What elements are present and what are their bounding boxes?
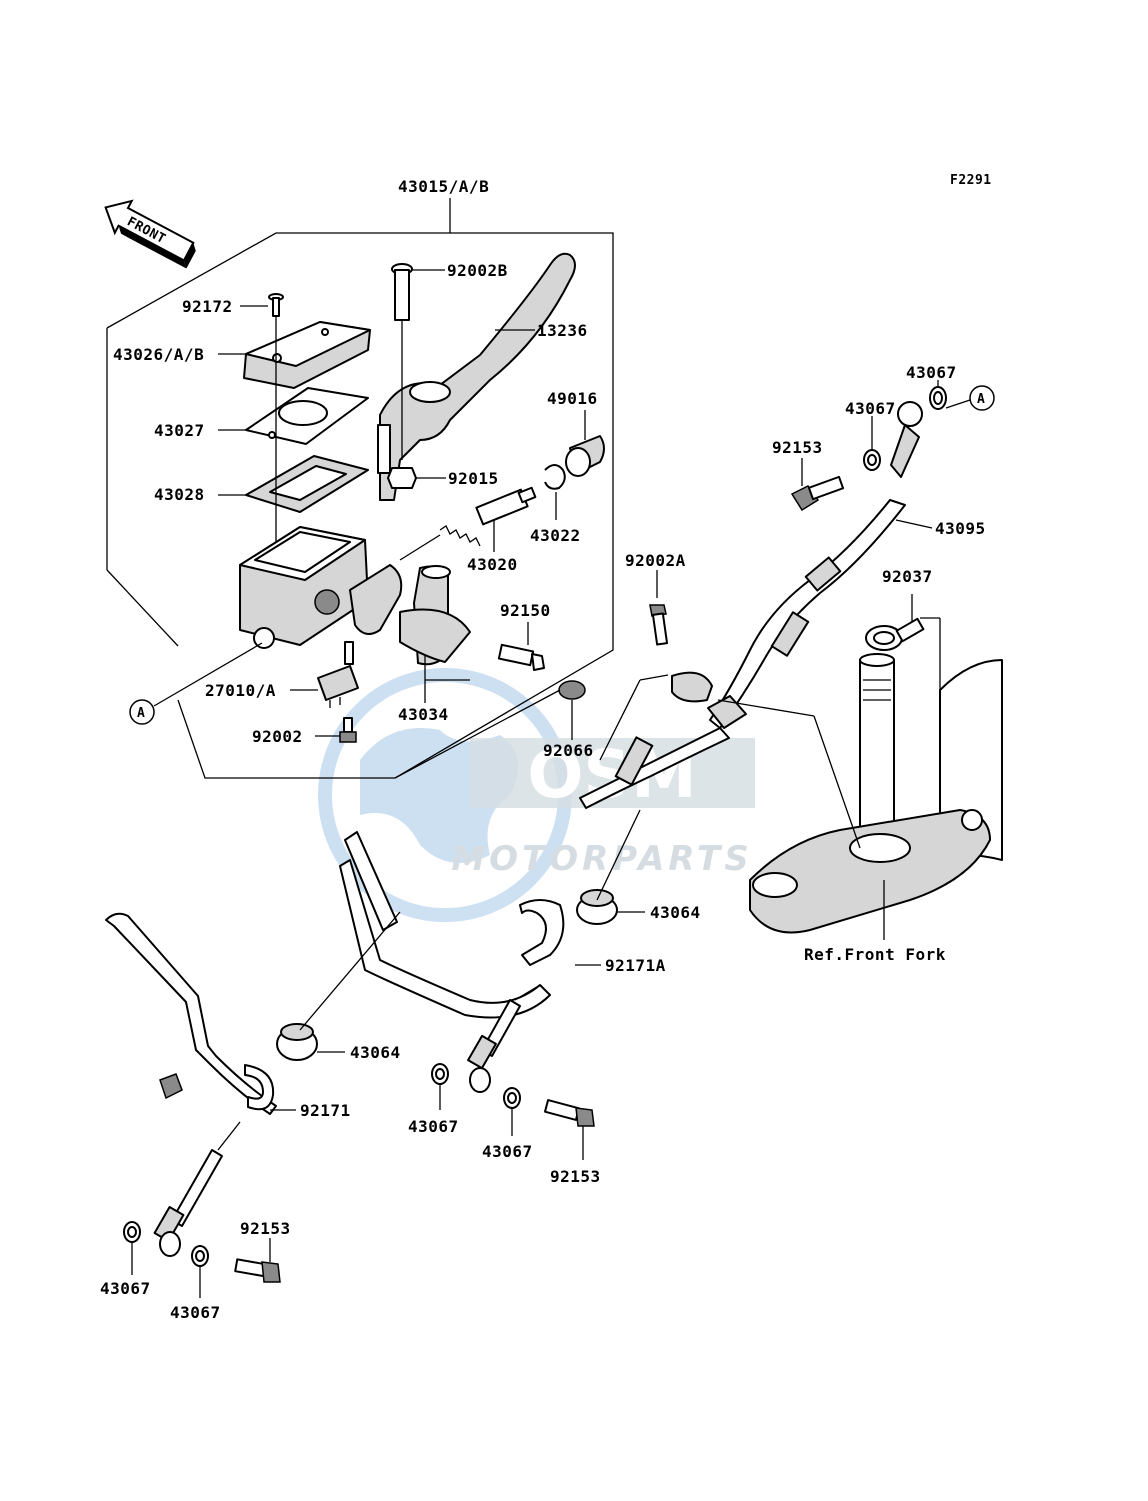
- callout-43064-right: 43064: [650, 903, 701, 922]
- banjo-bolt-low: [234, 1258, 281, 1283]
- callout-43022: 43022: [530, 526, 581, 545]
- clamp-bolt: [497, 643, 545, 671]
- callout-ref-front-fork: Ref.Front Fork: [804, 945, 946, 964]
- cap-screw: [268, 293, 284, 317]
- callout-43028: 43028: [154, 485, 205, 504]
- master-cylinder: [239, 526, 403, 649]
- callout-43067-c: 43067: [408, 1117, 459, 1136]
- lever-nut: [387, 467, 417, 489]
- brake-switch: [317, 641, 359, 708]
- diaphragm-plate: [245, 387, 369, 445]
- dust-cap: [558, 680, 586, 700]
- watermark: OSM MOTORPARTS: [318, 668, 755, 922]
- callout-92153-low: 92153: [240, 1219, 291, 1238]
- washer-mid-left: [431, 1063, 449, 1085]
- boot: [565, 435, 605, 477]
- callout-43020: 43020: [467, 555, 518, 574]
- front-arrow-icon: FRONT: [104, 199, 196, 269]
- banjo-bolt-mid: [543, 1099, 595, 1127]
- callout-43095: 43095: [935, 519, 986, 538]
- upper-hose: [709, 401, 923, 729]
- ref-marker-a-left: A: [129, 699, 155, 725]
- washer-top-mid: [863, 449, 881, 471]
- reservoir-cap: [243, 321, 371, 389]
- hose-guide-lower: [105, 912, 277, 1115]
- watermark-brand: OSM: [527, 736, 696, 813]
- callout-92150: 92150: [500, 601, 551, 620]
- callout-43034: 43034: [398, 705, 449, 724]
- callout-92002b: 92002B: [447, 261, 508, 280]
- piston-assembly: [439, 486, 537, 547]
- washer-low-left: [123, 1221, 141, 1243]
- callout-92037: 92037: [882, 567, 933, 586]
- clamp-holder: [399, 565, 471, 666]
- hose-guide-upper: [339, 831, 565, 1019]
- callout-92153-mid: 92153: [550, 1167, 601, 1186]
- callout-92153-top: 92153: [772, 438, 823, 457]
- callout-92172: 92172: [182, 297, 233, 316]
- washer-top-right: [929, 386, 947, 410]
- washer-mid-right: [503, 1087, 521, 1109]
- callout-92066: 92066: [543, 741, 594, 760]
- grommet-left: [276, 1023, 318, 1061]
- svg-text:A: A: [977, 392, 985, 407]
- callout-92171a: 92171A: [605, 956, 666, 975]
- front-fork-ref: [749, 653, 1003, 934]
- brake-lever: [377, 252, 576, 501]
- ref-marker-a-right: A: [969, 385, 995, 411]
- callout-49016: 49016: [547, 389, 598, 408]
- switch-screw: [339, 717, 357, 743]
- callout-43064-left: 43064: [350, 1043, 401, 1062]
- diaphragm: [245, 455, 369, 513]
- callout-43067-e: 43067: [100, 1279, 151, 1298]
- hose-junction: [579, 671, 747, 809]
- callout-43067-a: 43067: [906, 363, 957, 382]
- callout-43026: 43026/A/B: [113, 345, 204, 364]
- watermark-globe-land: [360, 728, 518, 863]
- callout-92171: 92171: [300, 1101, 351, 1120]
- assembly-boundary: [106, 198, 614, 779]
- lower-hose-mid: [467, 999, 521, 1093]
- callout-43027: 43027: [154, 421, 205, 440]
- brake-joint: [865, 617, 925, 651]
- circlip: [544, 464, 566, 490]
- lower-hose-left: [153, 1149, 223, 1257]
- watermark-osm-block: [470, 738, 755, 808]
- callout-13236: 13236: [537, 321, 588, 340]
- svg-text:A: A: [137, 706, 145, 721]
- figure-code: F2291: [950, 173, 992, 188]
- watermark-globe-ring: [318, 668, 572, 922]
- watermark-sub: MOTORPARTS: [451, 839, 752, 879]
- lever-bolt: [391, 263, 413, 321]
- callout-43067-b: 43067: [845, 399, 896, 418]
- banjo-bolt-top: [790, 475, 845, 512]
- callout-92002a: 92002A: [625, 551, 686, 570]
- washer-low-right: [191, 1245, 209, 1267]
- callout-92015: 92015: [448, 469, 499, 488]
- grommet-right: [576, 889, 618, 925]
- junction-bolt: [649, 604, 669, 646]
- callout-27010: 27010/A: [205, 681, 276, 700]
- callout-43015: 43015/A/B: [398, 177, 489, 196]
- callout-43067-d: 43067: [482, 1142, 533, 1161]
- callout-43067-f: 43067: [170, 1303, 221, 1322]
- callout-92002: 92002: [252, 727, 303, 746]
